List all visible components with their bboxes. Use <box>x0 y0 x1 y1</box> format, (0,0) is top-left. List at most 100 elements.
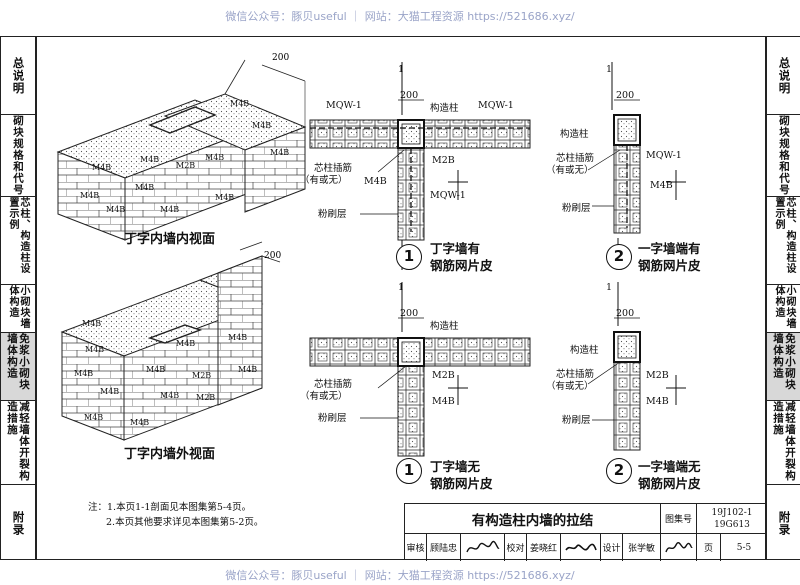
block-label: M4B <box>176 339 195 348</box>
mqw-label: MQW-1 <box>326 100 362 111</box>
column-label: 构造柱 <box>570 345 599 356</box>
detail-3-plan <box>309 282 531 457</box>
tab-mortarless-block[interactable]: 免浆小砌块墙体构造 <box>1 333 35 401</box>
caption-line: 一字墙端有 <box>638 241 701 256</box>
atlas-number: 19J102-1 19G613 <box>697 504 767 534</box>
leader-lines <box>360 149 621 421</box>
section-mark: 1 <box>606 282 613 293</box>
core-rebar-note: （有或无） <box>300 175 348 186</box>
isometric-view-inner <box>56 59 307 241</box>
tab-label: 附录 <box>777 510 792 536</box>
tab-general-r[interactable]: 总说明 <box>767 37 800 115</box>
plaster-label: 粉刷层 <box>562 203 591 214</box>
m4b-label: M4B <box>650 180 673 191</box>
mqw-label: MQW-1 <box>478 100 514 111</box>
block-label: M4B <box>270 148 289 157</box>
reviewer-name: 顾陆忠 <box>427 534 461 561</box>
block-label: M2B <box>196 393 215 402</box>
block-label: M4B <box>130 418 149 427</box>
dim-label: 200 <box>400 90 419 101</box>
caption-line: 钢筋网片皮 <box>430 258 493 273</box>
note-line-2: 2.本页其他要求详见本图集第5-2页。 <box>106 517 264 528</box>
tab-label: 减轻墙体开裂构造措施 <box>6 401 30 482</box>
tab-crack-measures[interactable]: 减轻墙体开裂构造措施 <box>1 401 35 485</box>
tab-label: 总说明 <box>777 56 792 95</box>
check-label: 校对 <box>505 534 527 561</box>
tab-crack-measures-r[interactable]: 减轻墙体开裂构造措施 <box>767 401 800 485</box>
iso-bottom-dim: 200 <box>264 251 281 261</box>
m4b-label: M4B <box>364 176 387 187</box>
core-rebar-note: （有或无） <box>546 165 594 176</box>
dim-label: 200 <box>616 308 635 319</box>
block-label: M4B <box>160 391 179 400</box>
designer-name: 张学敏 <box>623 534 661 561</box>
plaster-label: 粉刷层 <box>318 209 347 220</box>
section-mark: 1 <box>606 64 613 75</box>
block-label: M4B <box>82 319 101 328</box>
caption-line: 钢筋网片皮 <box>638 476 701 491</box>
caption-line: 钢筋网片皮 <box>638 258 701 273</box>
tab-column-layout-r[interactable]: 芯柱、构造柱设置示例 <box>767 197 800 285</box>
tab-column-layout[interactable]: 芯柱、构造柱设置示例 <box>1 197 35 285</box>
m4b-label: M4B <box>646 396 669 407</box>
block-label: M4B <box>215 193 234 202</box>
core-rebar-label: 芯柱插筋 <box>556 153 595 164</box>
block-label: M2B <box>192 371 211 380</box>
detail-number: 2 <box>606 458 632 484</box>
drawing-frame <box>36 36 766 560</box>
note-line-1: 注：1.本页1-1剖面见本图集第5-4页。 <box>88 502 252 513</box>
signature-icon <box>564 543 597 551</box>
watermark-top: 微信公众号：豚贝useful ｜ 网站：大猫工程资源 https://52168… <box>225 10 575 23</box>
tab-label: 免浆小砌块墙体构造 <box>772 333 796 391</box>
tab-small-block-r[interactable]: 小砌块墙体构造 <box>767 285 800 333</box>
tab-label: 芯柱、构造柱设置示例 <box>7 197 29 274</box>
m2b-label: M2B <box>646 370 669 381</box>
tab-mortarless-block-r[interactable]: 免浆小砌块墙体构造 <box>767 333 800 401</box>
page-number: 5-5 <box>736 542 752 553</box>
design-label: 设计 <box>601 534 623 561</box>
caption-outer-view: 丁字内墙外视面 <box>124 447 216 462</box>
caption-line: 一字墙端无 <box>638 459 701 474</box>
tab-block-spec-r[interactable]: 砌块规格和代号 <box>767 115 800 197</box>
block-label: M4B <box>205 153 224 162</box>
iso-bottom-block-labels: M4B M4B M4B M4B M4B M4B M4B M4B M2B M2B … <box>74 319 257 427</box>
block-label: M4B <box>85 345 104 354</box>
block-label: M4B <box>146 365 165 374</box>
tab-general[interactable]: 总说明 <box>1 37 35 115</box>
section-mark: 1 <box>398 64 405 75</box>
plaster-label: 粉刷层 <box>562 415 591 426</box>
column-label: 构造柱 <box>430 321 459 332</box>
left-sidebar: 总说明 砌块规格和代号 芯柱、构造柱设置示例 小砌块墙体构造 免浆小砌块墙体构造… <box>0 36 36 560</box>
block-label: M4B <box>140 155 159 164</box>
tab-label: 减轻墙体开裂构造措施 <box>772 401 796 482</box>
detail-2-caption: 一字墙端有钢筋网片皮 <box>638 240 701 274</box>
core-rebar-label: 芯柱插筋 <box>314 163 353 174</box>
column-label: 构造柱 <box>560 129 589 140</box>
detail-number: 2 <box>606 244 632 270</box>
block-label: M4B <box>80 191 99 200</box>
detail-3-caption: 丁字墙无钢筋网片皮 <box>430 458 493 492</box>
section-mark: 1 <box>398 282 405 293</box>
caption-line: 丁字墙有 <box>430 241 481 256</box>
block-label: M4B <box>228 333 247 342</box>
dim-label: 200 <box>400 308 419 319</box>
detail-1-caption: 丁字墙有钢筋网片皮 <box>430 240 493 274</box>
atlas-number-2: 19G613 <box>714 519 750 530</box>
tab-appendix[interactable]: 附录 <box>1 485 35 561</box>
signature-icon <box>664 541 693 552</box>
tab-appendix-r[interactable]: 附录 <box>767 485 800 561</box>
signature-icon <box>465 540 500 552</box>
watermark-bottom: 微信公众号：豚贝useful ｜ 网站：大猫工程资源 https://52168… <box>225 569 575 582</box>
tab-small-block[interactable]: 小砌块墙体构造 <box>1 285 35 333</box>
checker-name: 姜晓红 <box>527 534 561 561</box>
title-block: 有构造柱内墙的拉结 图集号 19J102-1 19G613 审核 顾陆忠 校对 … <box>404 503 767 561</box>
tab-block-spec[interactable]: 砌块规格和代号 <box>1 115 35 197</box>
plaster-label: 粉刷层 <box>318 413 347 424</box>
core-rebar-label: 芯柱插筋 <box>314 379 353 390</box>
tab-label: 附录 <box>11 510 26 536</box>
m2b-label: M2B <box>432 155 455 166</box>
m2b-label: M2B <box>432 370 455 381</box>
detail-number: 1 <box>396 244 422 270</box>
m4b-label: M4B <box>432 396 455 407</box>
iso-top-block-labels: M4B M4B M4B M4B M4B M2B M4B M4B M4B M4B … <box>80 99 289 214</box>
